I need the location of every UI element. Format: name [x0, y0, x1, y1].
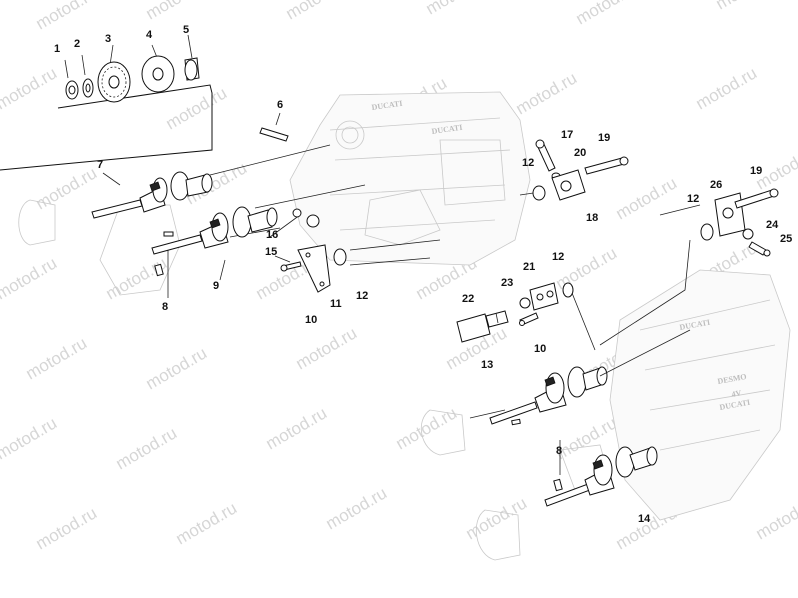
watermark-text: motod.ru: [23, 333, 91, 383]
part-22-sensor: [456, 310, 509, 343]
watermark-text: motod.ru: [263, 403, 331, 453]
engine-casing-upper: DUCATI DUCATI: [18, 91, 531, 296]
watermark-text: motod.ru: [33, 503, 101, 553]
part-5-bush: [184, 57, 200, 81]
watermark-text: motod.ru: [393, 403, 461, 453]
watermark-text: motod.ru: [463, 493, 531, 543]
part-24-nut: [742, 228, 754, 240]
watermark-text: motod.ru: [283, 0, 351, 23]
callout-24: 24: [766, 219, 779, 231]
watermark-text: motod.ru: [0, 63, 60, 113]
watermark-text: motod.ru: [323, 483, 391, 533]
callout-15: 15: [265, 246, 277, 258]
logo-ducati-upper-2: DUCATI: [431, 123, 463, 136]
leader-lines: [64, 34, 701, 475]
callout-11: 11: [330, 298, 342, 310]
callout-3: 3: [105, 33, 111, 45]
watermark-text: motod.ru: [513, 68, 581, 118]
watermark-text: motod.ru: [33, 163, 101, 213]
callout-16: 16: [266, 229, 278, 241]
watermark-text: motod.ru: [753, 493, 798, 543]
callout-1: 1: [54, 43, 60, 55]
part-4-disc: [141, 55, 175, 93]
callout-10: 10: [305, 314, 317, 326]
callout-4: 4: [146, 29, 153, 41]
watermark-text: motod.ru: [173, 498, 241, 548]
callout-21: 21: [523, 261, 535, 273]
part-9-camshaft: [151, 206, 278, 255]
callout-26: 26: [710, 179, 722, 191]
part-1-nut: [65, 80, 79, 100]
callout-12: 12: [687, 193, 699, 205]
part-6-stud: [259, 127, 289, 142]
part-12-oring-mid: [532, 185, 546, 201]
callout-20: 20: [574, 147, 586, 159]
callout-13: 13: [481, 359, 493, 371]
part-12-oring-right: [700, 223, 714, 241]
logo-ducati-upper: DUCATI: [371, 99, 403, 112]
callout-7: 7: [97, 159, 103, 171]
part-26-fitting: [714, 192, 746, 237]
watermark-text: motod.ru: [293, 323, 361, 373]
part-8-key-upper: [154, 231, 174, 277]
watermark-text: motod.ru: [423, 0, 491, 18]
part-2-washer: [82, 78, 94, 98]
callout-9: 9: [213, 280, 219, 292]
part-18-sensor-housing: [551, 169, 586, 201]
callout-10: 10: [534, 343, 546, 355]
callout-19: 19: [750, 165, 762, 177]
part-8-key-lower: [511, 418, 563, 492]
callout-8: 8: [162, 301, 168, 313]
part-19-screw: [584, 156, 629, 175]
part-10-screw-right: [519, 312, 539, 326]
callout-25: 25: [780, 233, 792, 245]
callout-6: 6: [277, 99, 283, 111]
part-13-camshaft: [489, 329, 691, 425]
part-21-plate: [529, 282, 559, 311]
callout-14: 14: [638, 513, 651, 525]
watermark-text: motod.ru: [143, 343, 211, 393]
callout-19: 19: [598, 132, 610, 144]
callout-8: 8: [556, 445, 562, 457]
watermark-text: motod.ru: [0, 413, 60, 463]
part-23-washer: [519, 297, 531, 309]
part-17-bolt: [535, 139, 556, 172]
part-11-cover-plate: [297, 244, 331, 293]
engine-casing-lower: DUCATI DESMO 4V DUCATI: [421, 269, 791, 561]
part-7-camshaft: [91, 171, 213, 219]
logo-4v: 4V: [731, 388, 742, 399]
part-15-screw: [280, 261, 302, 272]
part-3-pulley: [97, 61, 131, 103]
watermark-text: motod.ru: [613, 173, 681, 223]
part-14-camshaft: [544, 446, 658, 507]
callout-12: 12: [552, 251, 564, 263]
part-12-oring-right-mid: [562, 282, 574, 298]
callout-5: 5: [183, 24, 189, 36]
part-16-ring: [292, 208, 320, 228]
callout-22: 22: [462, 293, 474, 305]
watermark-text: motod.ru: [693, 63, 761, 113]
watermark-text: motod.ru: [113, 423, 181, 473]
part-12-oring-left: [333, 248, 347, 266]
callout-12: 12: [356, 290, 368, 302]
callout-17: 17: [561, 129, 573, 141]
watermark-text: motod.ru: [713, 0, 781, 13]
watermark-text: motod.ru: [573, 0, 641, 28]
group-bracket-top: [0, 84, 213, 171]
part-25-bolt: [748, 241, 771, 257]
watermark-text: motod.ru: [33, 0, 101, 33]
part-19-screw-right: [734, 188, 779, 209]
watermark-text: motod.ru: [0, 253, 60, 303]
callout-12: 12: [522, 157, 534, 169]
watermark-text: motod.ru: [143, 0, 211, 23]
watermark-text: motod.ru: [103, 253, 171, 303]
callout-18: 18: [586, 212, 598, 224]
callout-2: 2: [74, 38, 80, 50]
callout-23: 23: [501, 277, 513, 289]
